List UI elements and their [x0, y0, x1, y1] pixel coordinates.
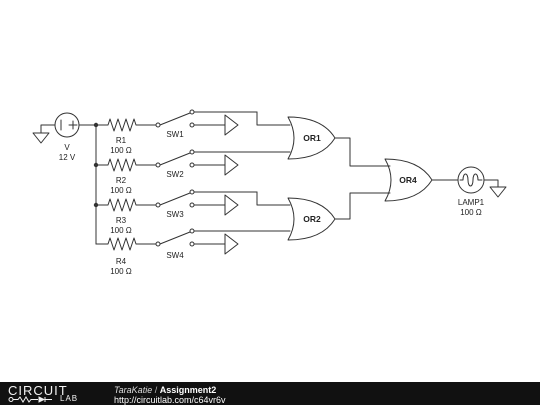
resistor-r2-value: 100 Ω — [110, 186, 132, 195]
gate-or2-label: OR2 — [303, 214, 321, 224]
buffer-sw2-symbol — [224, 154, 239, 176]
lamp-symbol — [457, 166, 485, 194]
wire — [40, 124, 56, 134]
resistor-r4-symbol — [95, 237, 157, 251]
buffer-sw1-symbol — [224, 114, 239, 136]
byline: TaraKatie / Assignment2 — [114, 385, 216, 395]
logo-circuit-symbol-icon — [8, 396, 52, 403]
gate-or4-label: OR4 — [399, 175, 417, 185]
logo-circuit-text: CIRCUIT — [8, 383, 68, 398]
switch-sw1-symbol — [155, 109, 291, 128]
or-gate-or2-symbol — [287, 197, 336, 241]
resistor-r1-value: 100 Ω — [110, 146, 132, 155]
lamp-name-label: LAMP1 — [458, 198, 485, 207]
resistor-r3-symbol — [95, 198, 157, 212]
gate-or1-label: OR1 — [303, 133, 321, 143]
buffer-sw4-symbol — [224, 233, 239, 255]
junction-dot — [93, 122, 99, 128]
byline-separator: / — [152, 385, 160, 395]
wire — [334, 137, 391, 167]
switch-sw3-symbol — [155, 189, 291, 208]
switch-sw2-symbol — [155, 149, 291, 168]
project-title[interactable]: Assignment2 — [159, 385, 217, 395]
resistor-r2-name: R2 — [116, 176, 127, 185]
footer-bar: CIRCUIT LAB TaraKatie / Assignment2 http… — [0, 382, 540, 405]
switch-sw4-symbol — [155, 228, 291, 247]
resistor-r3-name: R3 — [116, 216, 127, 225]
resistor-r2-symbol — [95, 158, 157, 172]
resistor-r4-name: R4 — [116, 257, 127, 266]
switch-sw4-label: SW4 — [166, 251, 184, 260]
or-gate-or4-symbol — [384, 158, 433, 202]
junction-dot — [93, 202, 99, 208]
resistor-r3-value: 100 Ω — [110, 226, 132, 235]
resistor-r1-symbol — [95, 118, 157, 132]
switch-sw3-label: SW3 — [166, 210, 184, 219]
ground-icon — [489, 186, 507, 198]
junction-dot — [93, 162, 99, 168]
buffer-sw3-symbol — [224, 194, 239, 216]
author-link[interactable]: TaraKatie — [114, 385, 153, 395]
lamp-value-label: 100 Ω — [460, 208, 482, 217]
switch-sw2-label: SW2 — [166, 170, 184, 179]
resistor-r4-value: 100 Ω — [110, 267, 132, 276]
wire — [334, 192, 391, 220]
ground-icon — [32, 132, 50, 144]
voltage-source-symbol — [54, 112, 80, 138]
circuit-schematic: V 12 V R1 100 Ω R2 100 Ω R3 100 Ω R4 100… — [32, 109, 507, 276]
or-gate-or1-symbol — [287, 116, 336, 160]
source-name-label: V — [64, 143, 70, 152]
logo-lab-text: LAB — [60, 394, 79, 403]
source-value-label: 12 V — [59, 153, 76, 162]
project-url-link[interactable]: http://circuitlab.com/c64vr6v — [114, 395, 226, 405]
switch-sw1-label: SW1 — [166, 130, 184, 139]
wire — [483, 179, 499, 188]
resistor-r1-name: R1 — [116, 136, 127, 145]
